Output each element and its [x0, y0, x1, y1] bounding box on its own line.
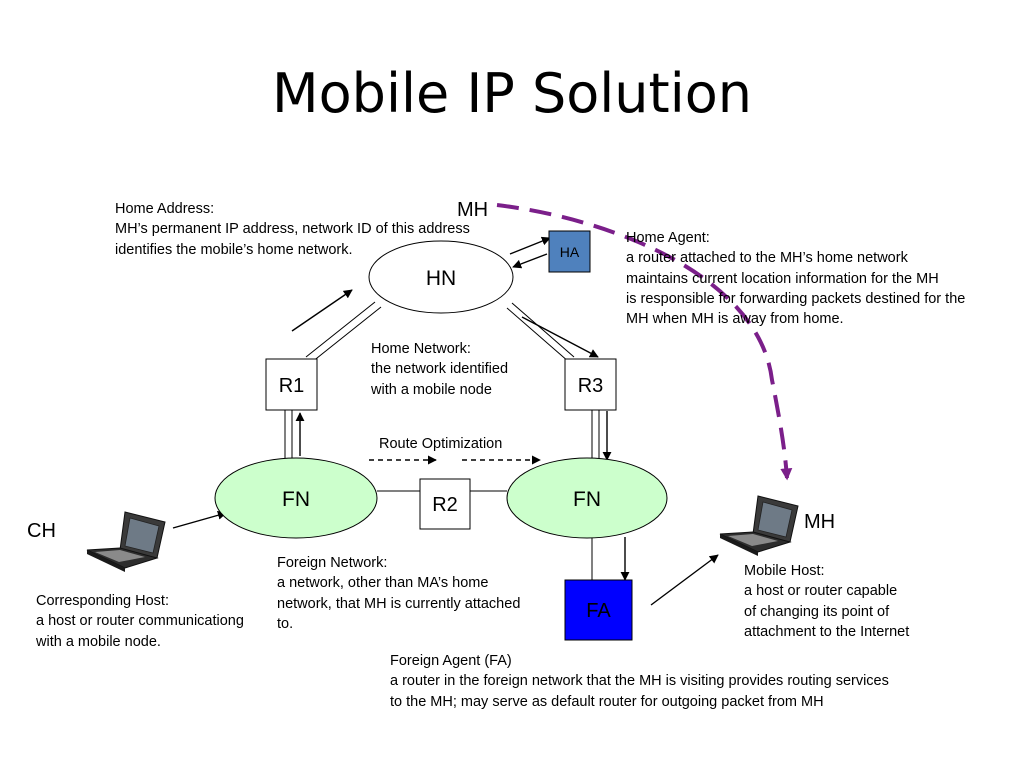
hn-label: HN	[426, 267, 456, 290]
foreign-network-note: Foreign Network: a network, other than M…	[277, 555, 521, 632]
r3-label: R3	[578, 375, 604, 397]
network-links	[284, 301, 600, 580]
fn-right-label: FN	[573, 488, 601, 511]
flow-arrows	[172, 236, 719, 606]
home-agent-node: HA	[548, 230, 591, 273]
home-agent-note: Home Agent: a router attached to the MH’…	[626, 230, 966, 328]
laptop-icon	[719, 495, 799, 556]
home-address-note: Home Address: MH’s permanent IP address,…	[115, 201, 470, 258]
corresponding-host-note: Corresponding Host: a host or router com…	[36, 593, 244, 650]
foreign-network-right: FN	[506, 457, 668, 539]
route-optimization-label: Route Optimization	[379, 436, 502, 452]
foreign-agent-note: Foreign Agent (FA) a router in the forei…	[390, 653, 889, 710]
home-network-note: Home Network: the network identified wit…	[371, 341, 509, 398]
mh-top-label: MH	[457, 199, 488, 221]
home-network-node: HN	[368, 240, 514, 314]
ha-label: HA	[560, 244, 580, 260]
r2-label: R2	[432, 494, 458, 516]
page-title: Mobile IP Solution	[272, 62, 752, 125]
router-r3: R3	[564, 358, 617, 411]
r1-label: R1	[279, 375, 305, 397]
ch-label: CH	[27, 520, 56, 542]
fn-left-label: FN	[282, 488, 310, 511]
mh-right-label: MH	[804, 511, 835, 533]
mobile-host-note: Mobile Host: a host or router capable of…	[744, 563, 910, 640]
fa-label: FA	[586, 600, 611, 622]
foreign-agent-node: FA	[564, 579, 633, 641]
laptop-icon	[86, 511, 166, 572]
router-r1: R1	[265, 358, 318, 411]
router-r2: R2	[419, 478, 471, 530]
foreign-network-left: FN	[214, 457, 378, 539]
mh-migration-path	[496, 203, 793, 481]
